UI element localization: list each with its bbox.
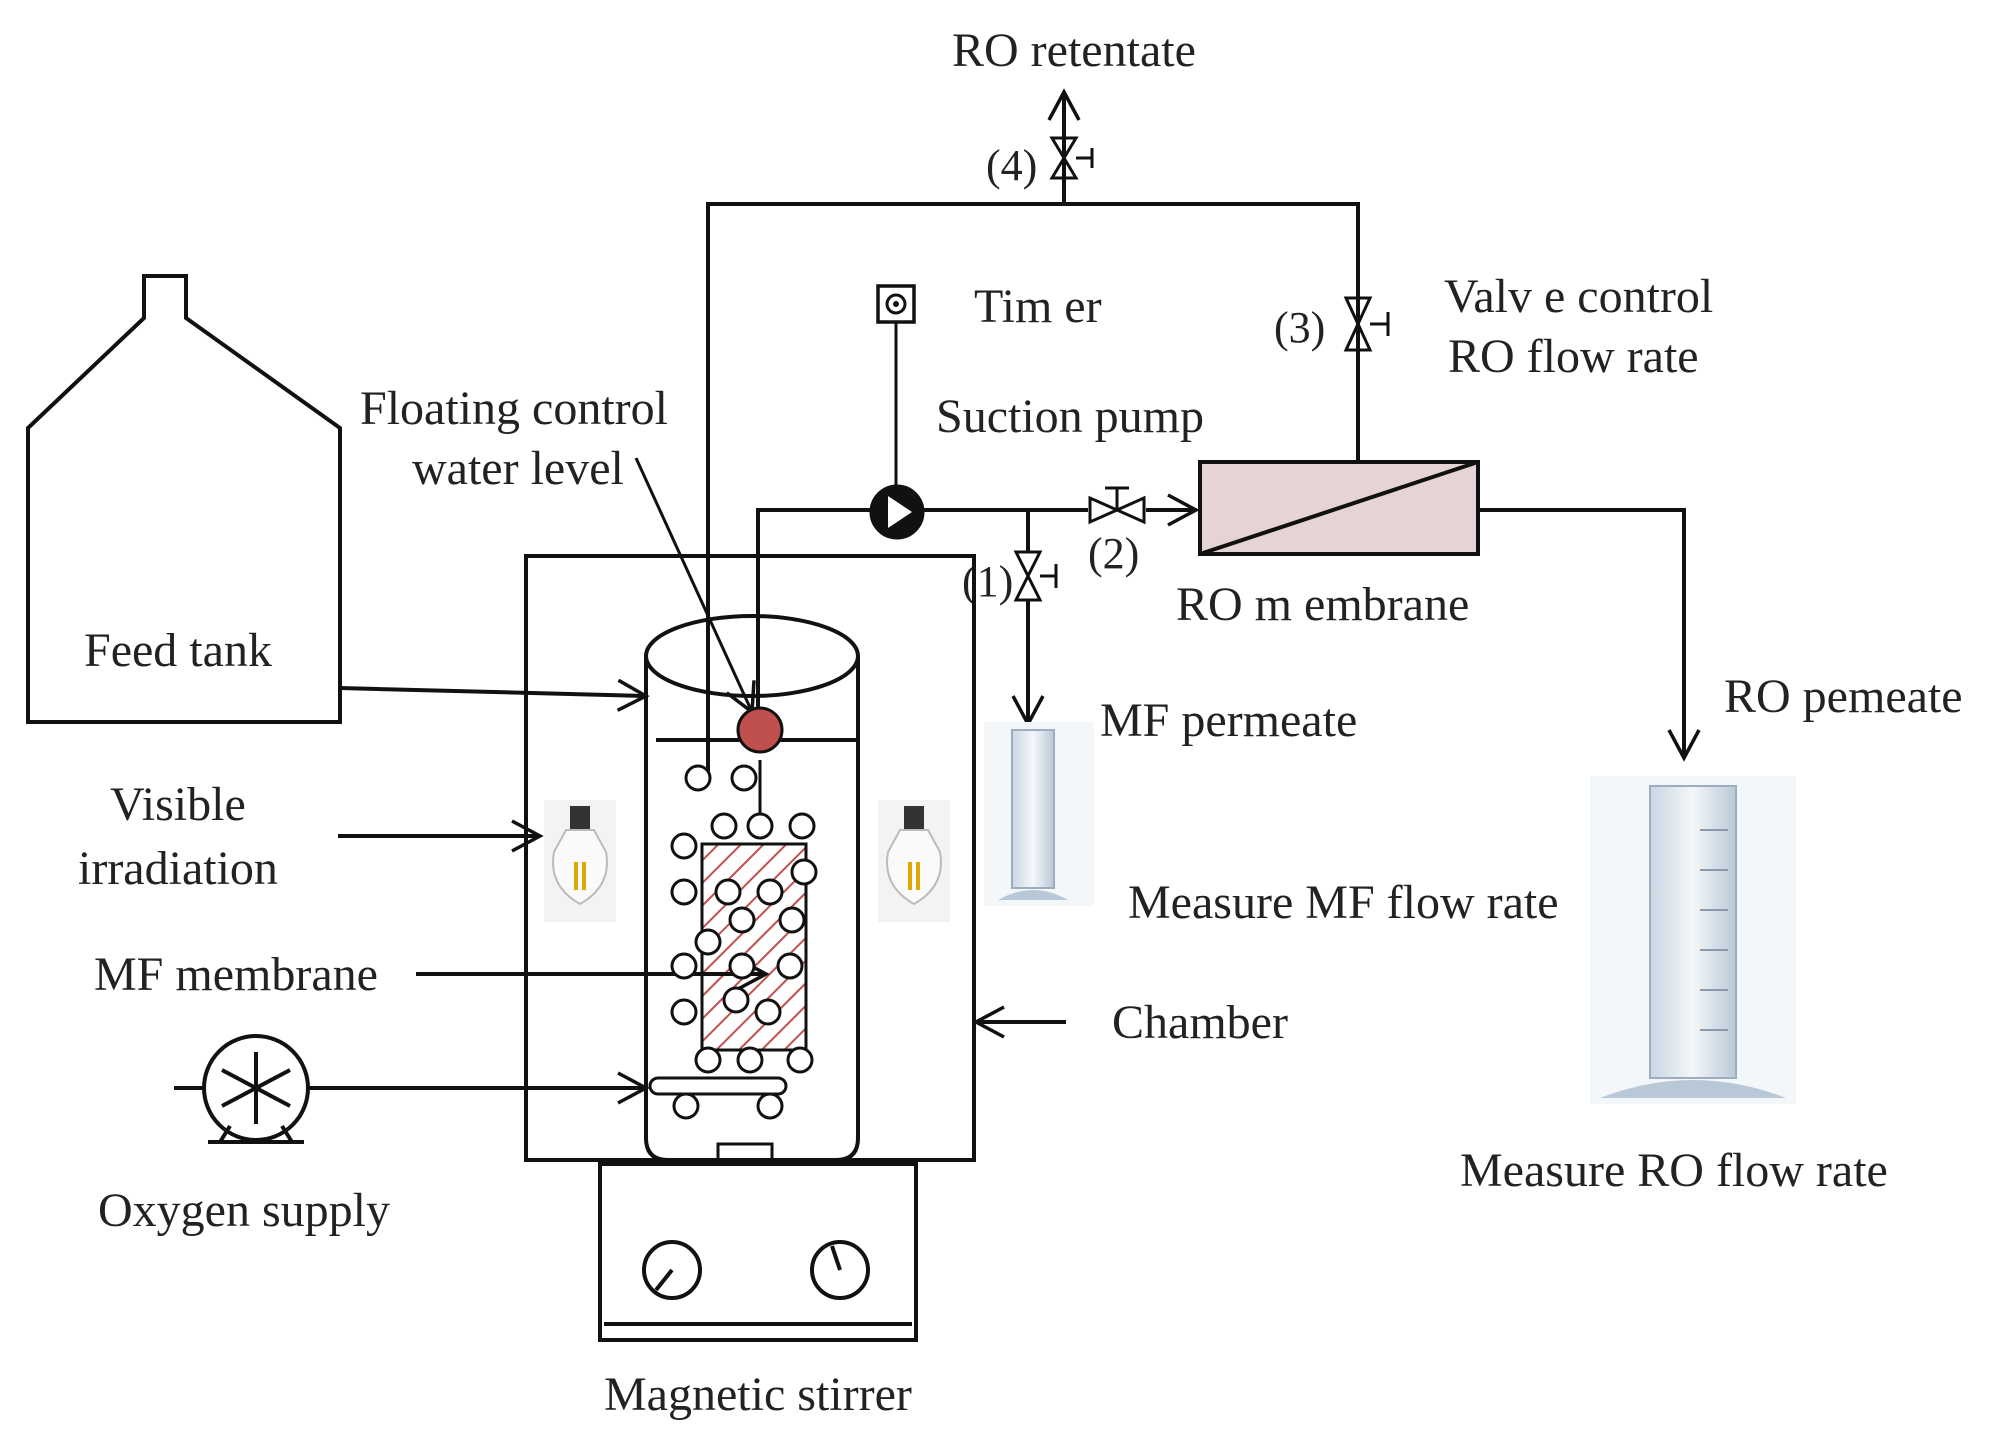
ro-retentate-label: RO retentate xyxy=(952,24,1196,77)
feed-line xyxy=(339,678,650,712)
oxygen-supply-label: Oxygen supply xyxy=(98,1184,390,1237)
ro-graduated-cylinder xyxy=(1590,776,1796,1104)
valve-4[interactable] xyxy=(1049,136,1094,180)
mf-graduated-cylinder xyxy=(984,722,1094,906)
stirrer-heat-knob-icon[interactable] xyxy=(810,1240,870,1300)
valve-3-label: (3) xyxy=(1274,303,1325,352)
valve-control-label-line2: RO flow rate xyxy=(1448,330,1699,383)
ro-permeate-piping xyxy=(1478,508,1701,762)
measure-mf-flow-label: Measure MF flow rate xyxy=(1128,876,1559,929)
visible-irradiation-label-line1: Visible xyxy=(110,778,246,831)
valve-4-label: (4) xyxy=(986,141,1037,190)
light-bulb-icon-right xyxy=(878,800,950,922)
oxygen-supply-pump[interactable] xyxy=(202,1034,310,1144)
magnetic-stirrer[interactable] xyxy=(598,1162,918,1342)
air-diffuser xyxy=(648,1076,788,1096)
stirrer-speed-knob-icon[interactable] xyxy=(642,1240,702,1300)
air-bubbles xyxy=(670,764,818,1120)
valve-1[interactable] xyxy=(1013,550,1058,602)
valve-2[interactable] xyxy=(1088,486,1146,525)
retentate-piping xyxy=(706,88,1360,780)
chamber-label: Chamber xyxy=(1112,996,1288,1049)
mf-permeate-label: MF permeate xyxy=(1100,694,1357,747)
ro-membrane-module[interactable] xyxy=(1198,460,1480,556)
feed-tank-label: Feed tank xyxy=(84,624,272,677)
magnetic-stirrer-label: Magnetic stirrer xyxy=(604,1368,912,1421)
valve-3[interactable] xyxy=(1343,296,1390,352)
floating-control-label-line2: water level xyxy=(412,442,624,495)
floating-control-label-line1: Floating control xyxy=(360,382,668,435)
suction-piping xyxy=(756,493,1200,728)
timer-label: Tim er xyxy=(974,280,1102,333)
visible-irradiation-label-line2: irradiation xyxy=(78,842,278,895)
valve-control-label-line1: Valv e control xyxy=(1444,270,1713,323)
valve-1-label: (1) xyxy=(962,557,1013,606)
timer-icon[interactable] xyxy=(876,284,916,324)
mf-membrane-label: MF membrane xyxy=(94,948,378,1001)
ro-permeate-label: RO pemeate xyxy=(1724,670,1963,723)
measure-ro-flow-label: Measure RO flow rate xyxy=(1460,1144,1888,1197)
suction-pump-label: Suction pump xyxy=(936,390,1204,443)
light-bulb-icon-left xyxy=(544,800,616,922)
float-ball[interactable] xyxy=(736,706,784,754)
ro-membrane-label: RO m embrane xyxy=(1176,578,1469,631)
floating-control-pointer xyxy=(634,457,756,716)
suction-pump-icon[interactable] xyxy=(869,484,925,540)
feed-tank xyxy=(26,274,342,724)
valve-2-label: (2) xyxy=(1088,529,1139,578)
